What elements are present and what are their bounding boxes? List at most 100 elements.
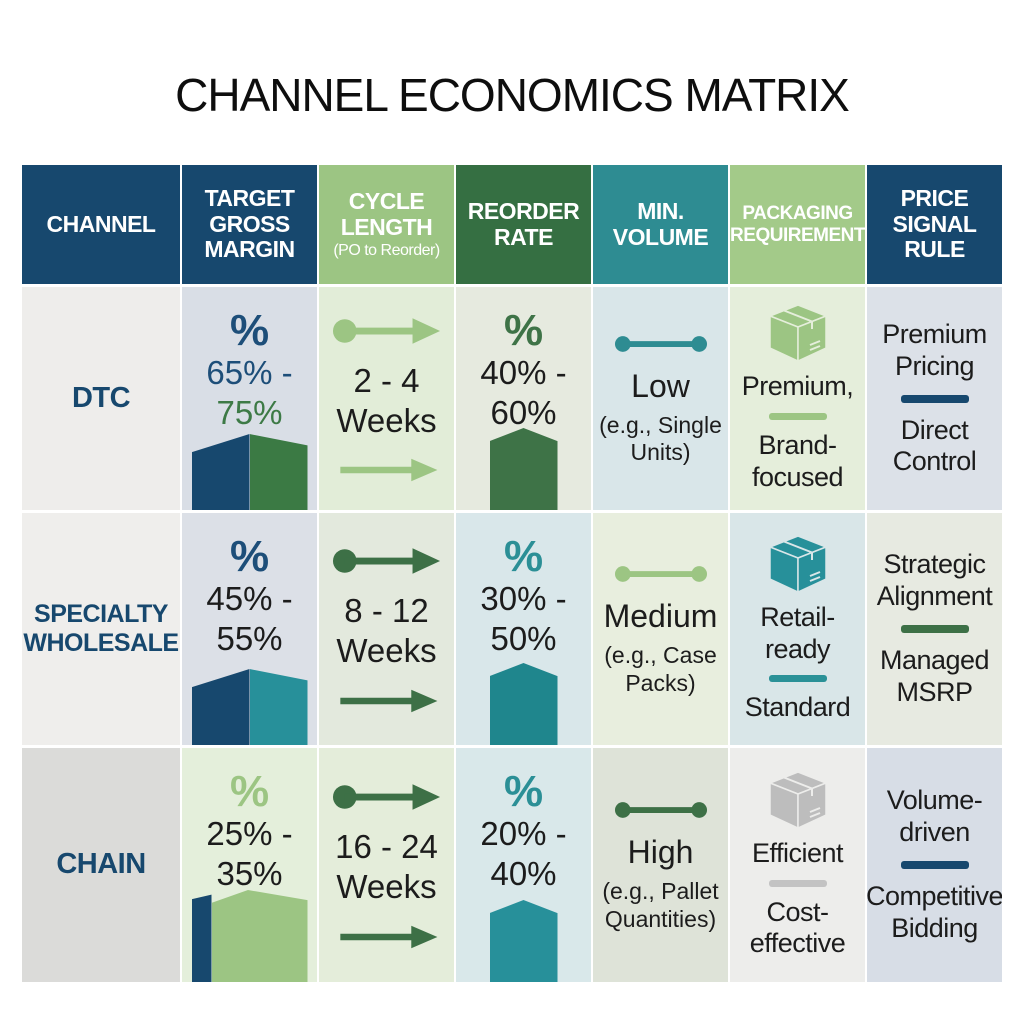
cell-specialty-margin: % 45% - 55% (182, 513, 317, 745)
percent-icon: % (229, 532, 270, 581)
price-primary: Premium Pricing (882, 318, 987, 381)
header-cycle-length-sub: (PO to Reorder) (333, 242, 440, 260)
package-box-icon (767, 534, 828, 593)
package-box-icon (767, 304, 828, 363)
header-reorder-rate-label: REORDER RATE (467, 197, 580, 250)
volume-level: High (627, 834, 694, 871)
margin-range-start: 45% - (206, 580, 293, 617)
divider-line (768, 413, 827, 421)
cycle-length-unit: Weeks (336, 632, 437, 669)
price-primary: Volume-driven (886, 785, 983, 848)
cell-chain-packaging: Efficient Cost-effective (730, 748, 865, 982)
margin-range-start: 65% - (206, 354, 293, 391)
header-reorder-rate: REORDER RATE (456, 165, 591, 284)
pentagon-bar-shape (489, 428, 558, 510)
dumbbell-icon (614, 335, 707, 352)
cycle-length-value: 8 - 12 (344, 592, 429, 630)
arrow-right-icon (339, 925, 437, 948)
pentagon-bar-shape (489, 663, 558, 745)
header-min-volume: MIN. VOLUME (593, 165, 728, 284)
cell-dtc-channel: DTC (22, 287, 180, 510)
margin-range-end: 55% (216, 620, 283, 658)
cell-chain-price: Volume-driven Competitive Bidding (867, 748, 1002, 982)
header-price-signal-rule-label: PRICE SIGNAL RULE (892, 184, 977, 263)
volume-example: (e.g., Case Packs) (604, 642, 717, 696)
packaging-secondary: Brand-focused (751, 430, 844, 492)
reorder-range-start: 40% - (480, 354, 567, 391)
cell-specialty-reorder: % 30% - 50% (456, 513, 591, 745)
cell-dtc-margin: % 65% - 75% (182, 287, 317, 510)
volume-level: Medium (603, 598, 718, 635)
reorder-range-end: 40% (490, 855, 557, 893)
percent-icon: % (503, 532, 544, 581)
header-packaging-requirement-label: PACKAGING REQUIREMENT (730, 203, 865, 246)
cell-chain-channel: CHAIN (22, 748, 180, 982)
margin-range-start: 25% - (206, 815, 293, 852)
divider-line (900, 861, 969, 869)
cycle-length-value: 16 - 24 (335, 828, 438, 866)
header-channel: CHANNEL (22, 165, 180, 284)
dot-arrow-icon (332, 548, 440, 575)
cell-specialty-channel: SPECIALTY WHOLESALE (22, 513, 180, 745)
dot-arrow-icon (332, 318, 440, 344)
divider-line (900, 394, 969, 403)
cell-chain-volume: High (e.g., Pallet Quantities) (593, 748, 728, 982)
cell-chain-margin: % 25% - 35% (182, 748, 317, 982)
reorder-range-start: 30% - (480, 580, 567, 617)
packaging-secondary: Cost-effective (749, 896, 846, 959)
dumbbell-icon (614, 566, 707, 583)
reorder-range-end: 50% (490, 620, 557, 658)
header-packaging-requirement: PACKAGING REQUIREMENT (730, 165, 865, 284)
margin-range-end: 75% (216, 394, 283, 432)
packaging-primary: Premium, (741, 371, 854, 402)
header-min-volume-label: MIN. VOLUME (612, 197, 709, 250)
header-target-gross-margin-label: TARGET GROSS MARGIN (204, 184, 295, 263)
percent-icon: % (503, 306, 544, 355)
dot-arrow-icon (332, 784, 440, 811)
page-title: CHANNEL ECONOMICS MATRIX (175, 69, 850, 121)
cell-dtc-price: Premium Pricing Direct Control (867, 287, 1002, 510)
cell-dtc-packaging: Premium, Brand-focused (730, 287, 865, 510)
volume-level: Low (631, 367, 690, 404)
cell-chain-cycle: 16 - 24 Weeks (319, 748, 454, 982)
percent-icon: % (503, 767, 544, 816)
cell-specialty-packaging: Retail-ready Standard (730, 513, 865, 745)
channel-label: SPECIALTY WHOLESALE (23, 600, 179, 657)
header-target-gross-margin: TARGET GROSS MARGIN (182, 165, 317, 284)
dumbbell-icon (614, 802, 707, 819)
bar-pentagon-shape (191, 890, 308, 982)
price-secondary: Direct Control (892, 414, 977, 477)
header-cycle-length-label: CYCLE LENGTH (340, 187, 433, 240)
price-primary: Strategic Alignment (876, 549, 993, 612)
percent-icon: % (229, 306, 270, 355)
divider-line (900, 625, 969, 633)
cell-specialty-price: Strategic Alignment Managed MSRP (867, 513, 1002, 745)
price-secondary: Managed MSRP (879, 645, 990, 707)
cell-chain-reorder: % 20% - 40% (456, 748, 591, 982)
cell-dtc-volume: Low (e.g., Single Units) (593, 287, 728, 510)
cube-3d-shape (191, 669, 308, 745)
packaging-primary: Retail-ready (760, 601, 835, 664)
channel-label: CHAIN (56, 848, 146, 881)
header-channel-label: CHANNEL (46, 210, 156, 237)
divider-line (768, 675, 827, 683)
cycle-length-unit: Weeks (336, 401, 437, 439)
pentagon-bar-shape (489, 900, 558, 982)
channel-economics-matrix-table: CHANNEL TARGET GROSS MARGIN CYCLE LENGTH… (22, 165, 1003, 982)
arrow-right-icon (339, 458, 437, 482)
reorder-range-end: 60% (490, 394, 557, 432)
cell-specialty-volume: Medium (e.g., Case Packs) (593, 513, 728, 745)
package-box-icon (767, 770, 828, 829)
packaging-primary: Efficient (751, 837, 844, 868)
cube-3d-shape (191, 434, 308, 510)
reorder-range-start: 20% - (480, 815, 567, 852)
cycle-length-unit: Weeks (336, 868, 437, 905)
cell-dtc-cycle: 2 - 4 Weeks (319, 287, 454, 510)
channel-label: DTC (71, 381, 131, 414)
price-secondary: Competitive Bidding (867, 881, 1002, 943)
percent-icon: % (229, 767, 270, 816)
cell-specialty-cycle: 8 - 12 Weeks (319, 513, 454, 745)
margin-range-end: 35% (216, 855, 283, 893)
arrow-right-icon (339, 689, 437, 712)
volume-example: (e.g., Pallet Quantities) (602, 878, 719, 932)
